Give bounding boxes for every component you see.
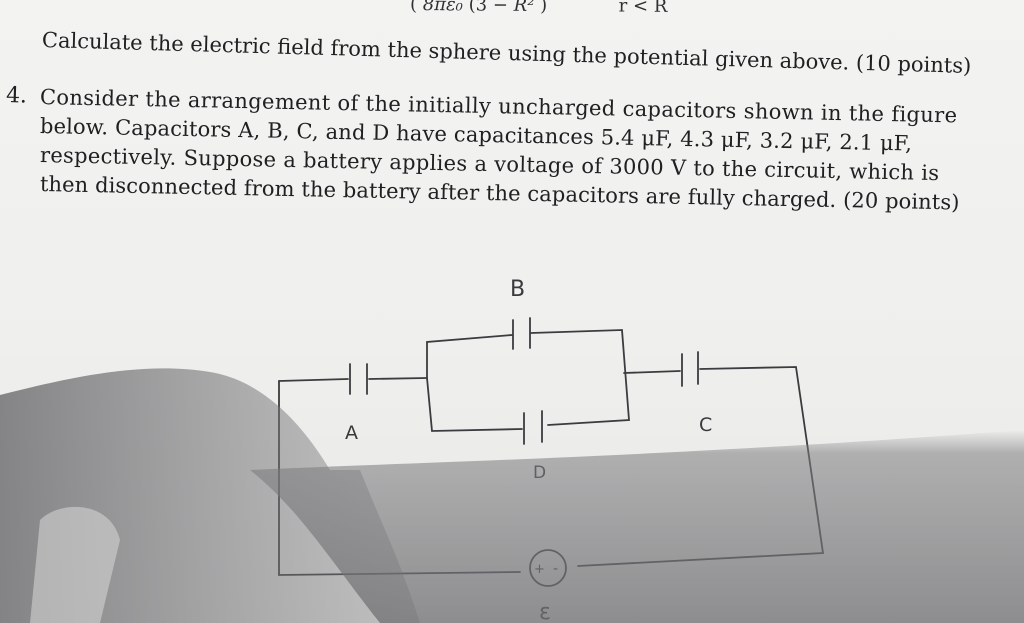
wire-left [278,380,521,576]
wire-bottom-right [577,366,825,567]
wire-a-to-junction [368,377,428,380]
battery-minus: - [553,561,558,577]
wire-b-left [426,334,513,379]
wire-to-c [623,370,681,374]
wire-d-left [426,377,523,432]
label-a: A [345,422,358,444]
label-b: B [510,277,525,302]
label-emf: ε [539,600,551,623]
wire-b-right [530,329,630,426]
label-c: C [699,414,712,436]
battery-plus: + [534,562,545,577]
label-d: D [533,463,546,483]
wire-top-left [278,378,349,382]
